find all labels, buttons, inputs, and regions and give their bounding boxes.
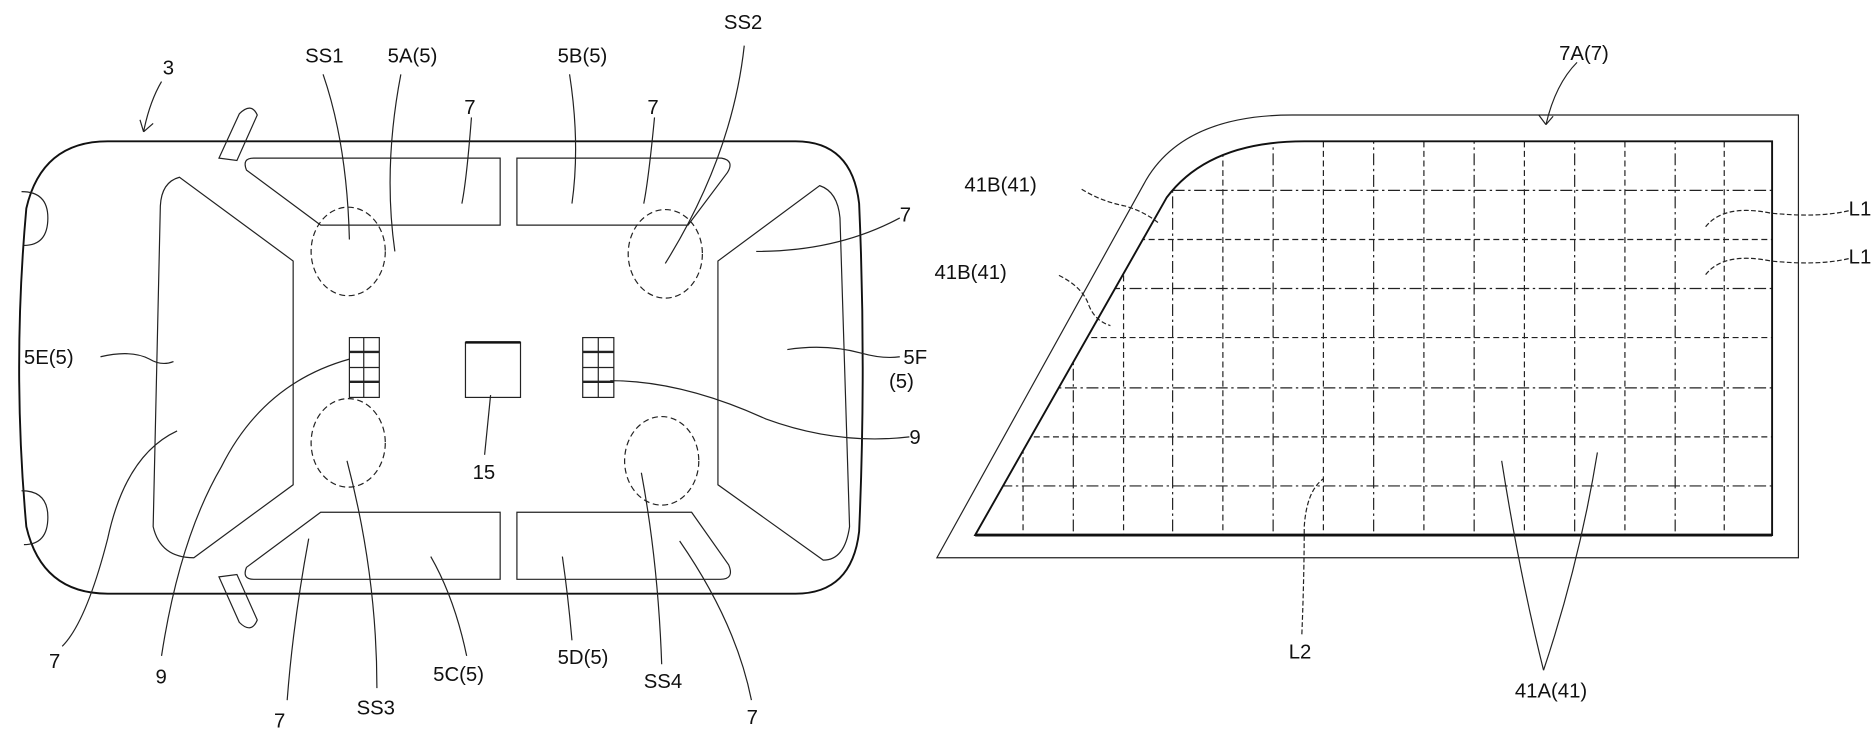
seat-ss4 xyxy=(624,415,700,506)
ref-3: 3 xyxy=(163,57,174,79)
window-5b xyxy=(516,157,731,226)
vehicle-body xyxy=(18,140,864,595)
controller-15 xyxy=(464,341,522,399)
label-5f-paren: (5) xyxy=(889,371,914,393)
label-9: 9 xyxy=(156,666,167,688)
label-5d: 5D(5) xyxy=(558,647,609,669)
label-5a: 5A(5) xyxy=(388,45,438,67)
label-7: 7 xyxy=(900,205,911,227)
ref-7a: 7A(7) xyxy=(1559,43,1609,65)
window-panel-7a: 7A(7) 41B(41) 41B(41) L1 L1 L2 41A(41) xyxy=(935,43,1872,703)
label-5f: 5F xyxy=(903,347,927,369)
label-l2: L2 xyxy=(1289,641,1312,663)
label-5c: 5C(5) xyxy=(433,664,484,686)
label-ss1: SS1 xyxy=(305,45,343,67)
label-7: 7 xyxy=(49,651,60,673)
window-5c xyxy=(244,511,501,580)
label-5e: 5E(5) xyxy=(24,347,74,369)
window-5f xyxy=(717,184,851,561)
mirror-upper xyxy=(218,107,258,162)
vehicle-top-view: 3 SS1 5A(5) 7 5B(5) 7 SS2 7 5E(5) 5F (5)… xyxy=(18,12,927,733)
cell-grid xyxy=(975,141,1773,536)
mirror-lower xyxy=(218,573,258,629)
label-7: 7 xyxy=(647,97,658,119)
panel-inner-frame xyxy=(973,140,1774,536)
label-15: 15 xyxy=(473,462,496,484)
label-l1: L1 xyxy=(1849,246,1872,268)
window-5e xyxy=(152,176,294,559)
label-ss2: SS2 xyxy=(724,12,762,34)
label-5b: 5B(5) xyxy=(558,45,608,67)
window-5d xyxy=(516,511,732,580)
label-l1: L1 xyxy=(1849,199,1872,221)
label-ss4: SS4 xyxy=(644,671,682,693)
label-41b-1: 41B(41) xyxy=(964,175,1036,197)
seat-ss3 xyxy=(310,398,386,488)
label-7: 7 xyxy=(274,711,285,733)
label-9: 9 xyxy=(909,427,920,449)
headlight-upper xyxy=(21,191,49,247)
window-5a xyxy=(244,157,501,226)
grid-block-9-right xyxy=(582,336,615,399)
label-41a: 41A(41) xyxy=(1515,681,1587,703)
grid-block-9-left xyxy=(348,336,380,399)
label-7: 7 xyxy=(464,97,475,119)
seat-ss2 xyxy=(627,208,703,299)
headlight-lower xyxy=(21,490,49,546)
label-7: 7 xyxy=(747,707,758,729)
panel-outer-frame xyxy=(935,114,1800,559)
label-ss3: SS3 xyxy=(357,698,395,720)
label-41b-2: 41B(41) xyxy=(935,262,1007,284)
